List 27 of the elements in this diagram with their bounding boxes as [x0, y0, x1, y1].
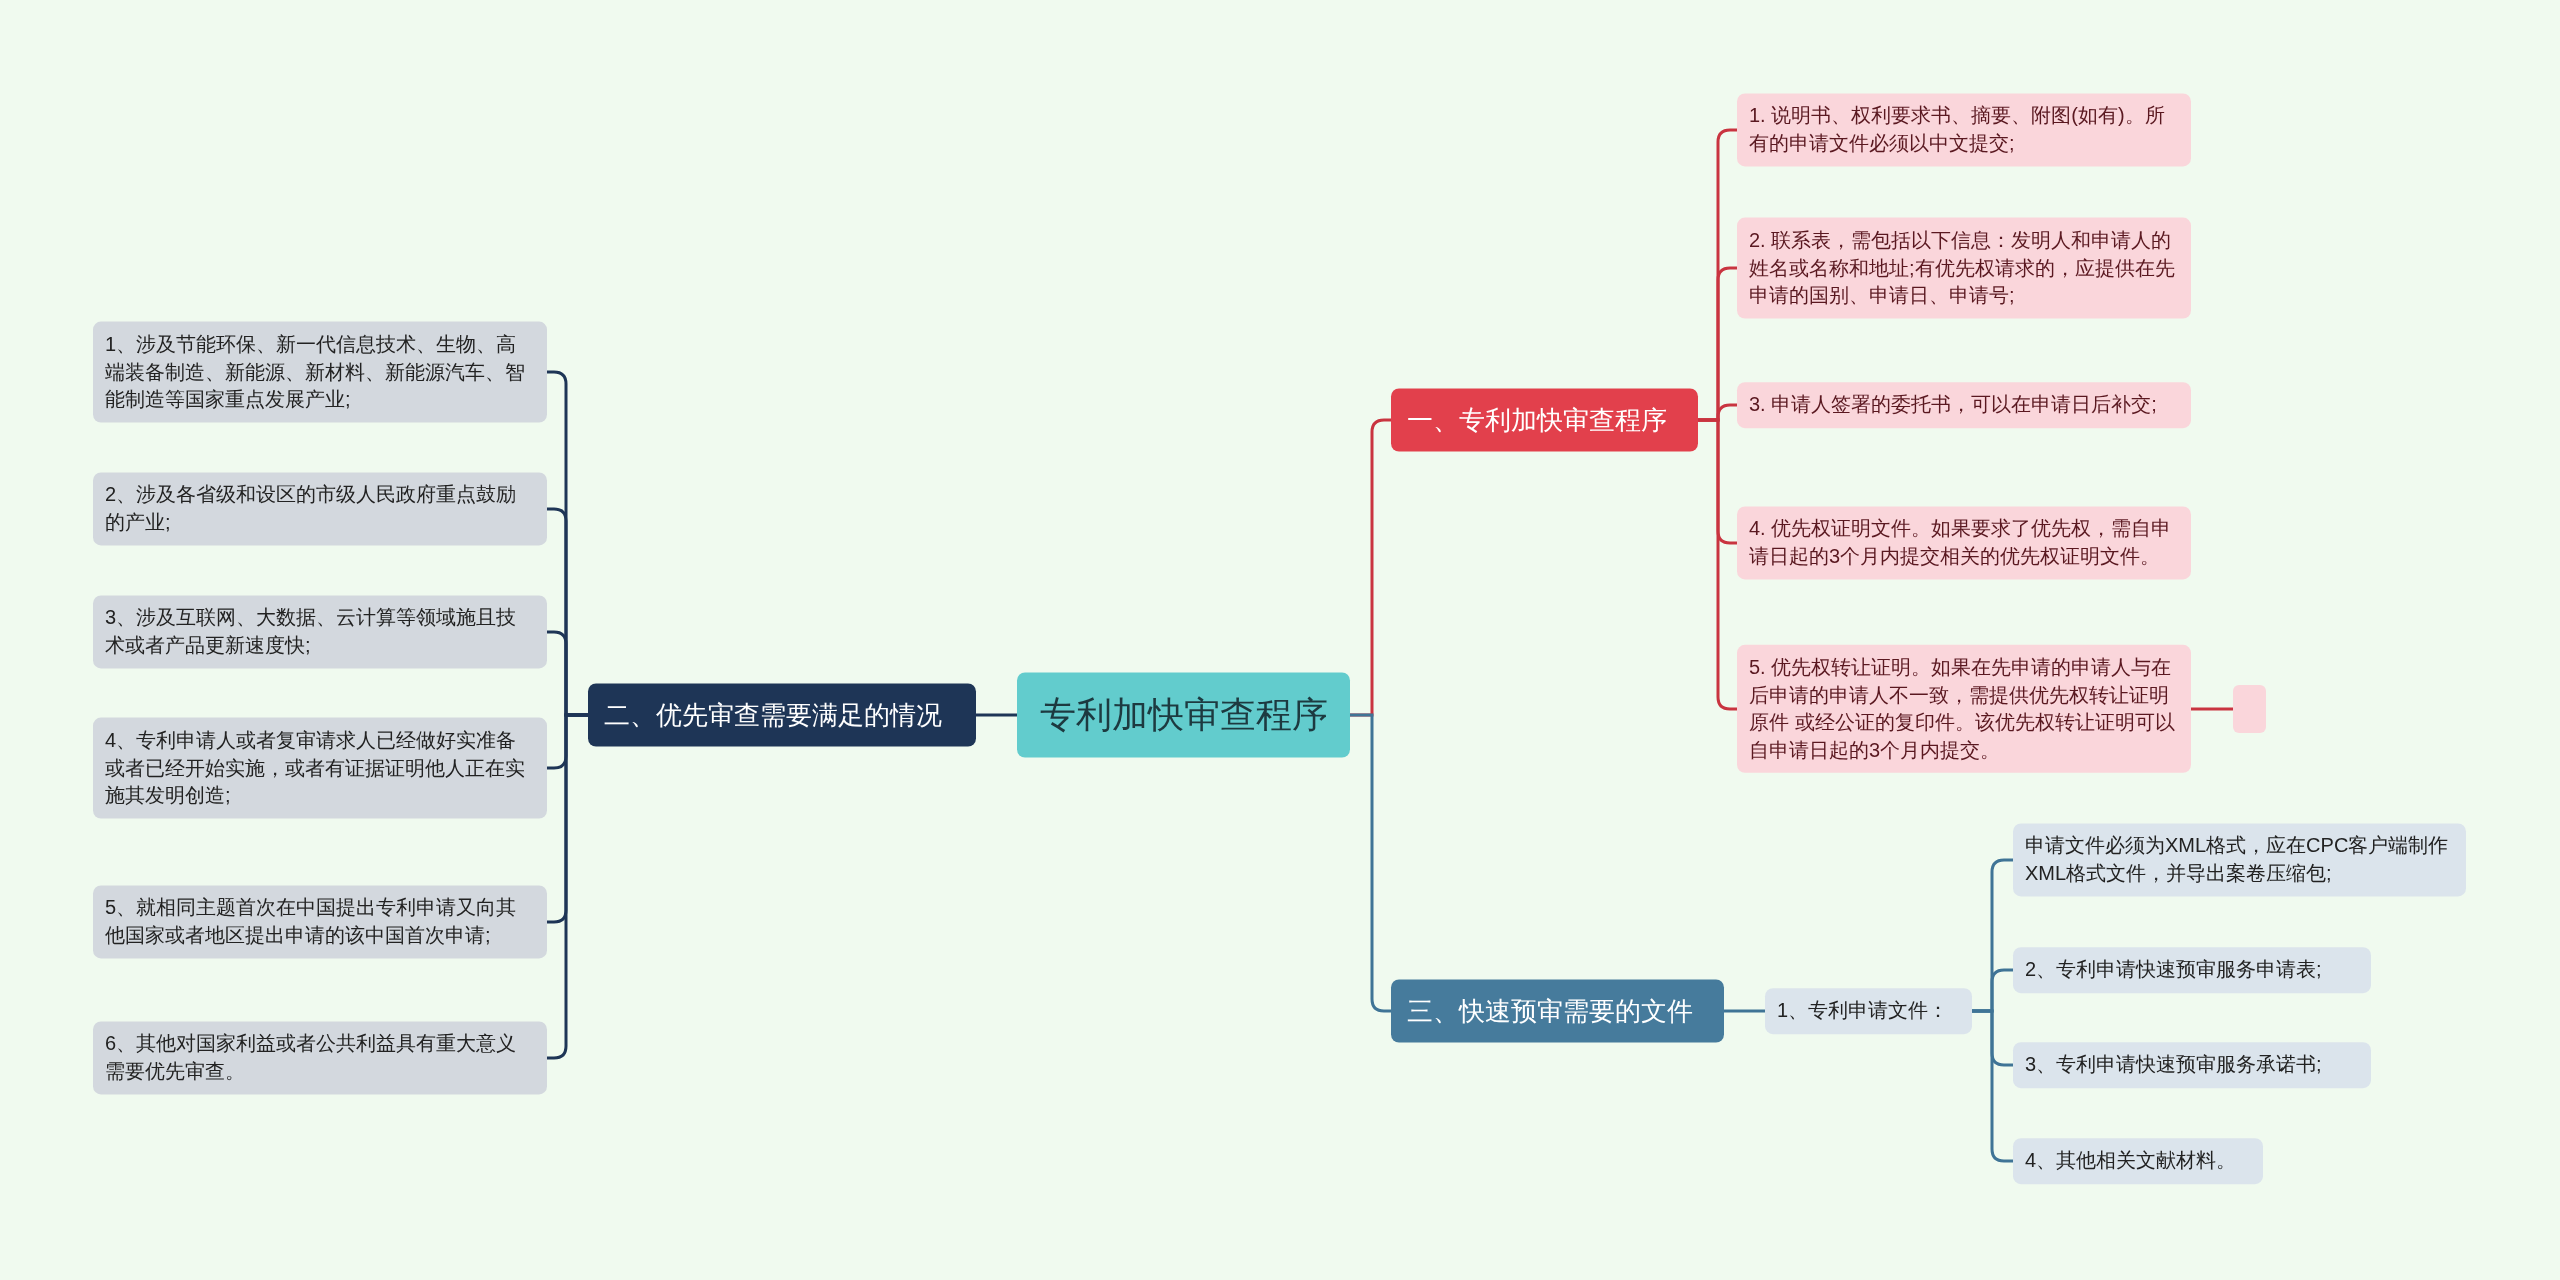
- central-topic: 专利加快审查程序: [1017, 672, 1350, 758]
- subtopic-card: 申请文件必须为XML格式，应在CPC客户端制作XML格式文件，并导出案卷压缩包;: [2013, 823, 2466, 897]
- subtopic-card: 3、涉及互联网、大数据、云计算等领域施且技术或者产品更新速度快;: [93, 595, 547, 669]
- subtopic-card: 2. 联系表，需包括以下信息：发明人和申请人的姓名或名称和地址;有优先权请求的，应提供在先申请的国别、申请日、申请号;: [1737, 217, 2191, 319]
- connector-line: [2191, 707, 2233, 711]
- subtopic-card: 4、专利申请人或者复审请求人已经做好实准备或者已经开始实施，或者有证据证明他人正在实施其发明创造;: [93, 717, 547, 819]
- branch-topic: 三、快速预审需要的文件: [1391, 979, 1724, 1043]
- empty-topic-box: [2233, 685, 2266, 733]
- subtopic-card: 6、其他对国家利益或者公共利益具有重大意义需要优先审查。: [93, 1021, 547, 1095]
- connector-line: [1972, 1009, 2013, 1163]
- connector-line: [1350, 713, 1391, 1013]
- subtopic-card: 4、其他相关文献材料。: [2013, 1138, 2263, 1184]
- branch-topic: 一、专利加快审查程序: [1391, 388, 1698, 452]
- subtopic-card: 3. 申请人签署的委托书，可以在申请日后补交;: [1737, 382, 2191, 428]
- branch-topic: 二、优先审查需要满足的情况: [588, 683, 976, 747]
- subtopic-card: 2、涉及各省级和设区的市级人民政府重点鼓励的产业;: [93, 472, 547, 546]
- subtopic-card: 1、专利申请文件：: [1765, 988, 1972, 1034]
- subtopic-card: 5. 优先权转让证明。如果在先申请的申请人与在后申请的申请人不一致，需提供优先权转让证明原件 或经公证的复印件。该优先权转让证明可以自申请日起的3个月内提交。: [1737, 644, 2191, 774]
- connector-line: [1724, 1009, 1765, 1013]
- subtopic-card: 5、就相同主题首次在中国提出专利申请又向其他国家或者地区提出申请的该中国首次申请;: [93, 885, 547, 959]
- subtopic-card: 2、专利申请快速预审服务申请表;: [2013, 947, 2371, 993]
- subtopic-card: 1、涉及节能环保、新一代信息技术、生物、高端装备制造、新能源、新材料、新能源汽车、智能制造等国家重点发展产业;: [93, 321, 547, 423]
- subtopic-card: 1. 说明书、权利要求书、摘要、附图(如有)。所有的申请文件必须以中文提交;: [1737, 93, 2191, 167]
- subtopic-card: 3、专利申请快速预审服务承诺书;: [2013, 1042, 2371, 1088]
- connector-line: [976, 713, 1017, 717]
- connector-line: [1698, 418, 1737, 711]
- subtopic-card: 4. 优先权证明文件。如果要求了优先权，需自申请日起的3个月内提交相关的优先权证明文件。: [1737, 506, 2191, 580]
